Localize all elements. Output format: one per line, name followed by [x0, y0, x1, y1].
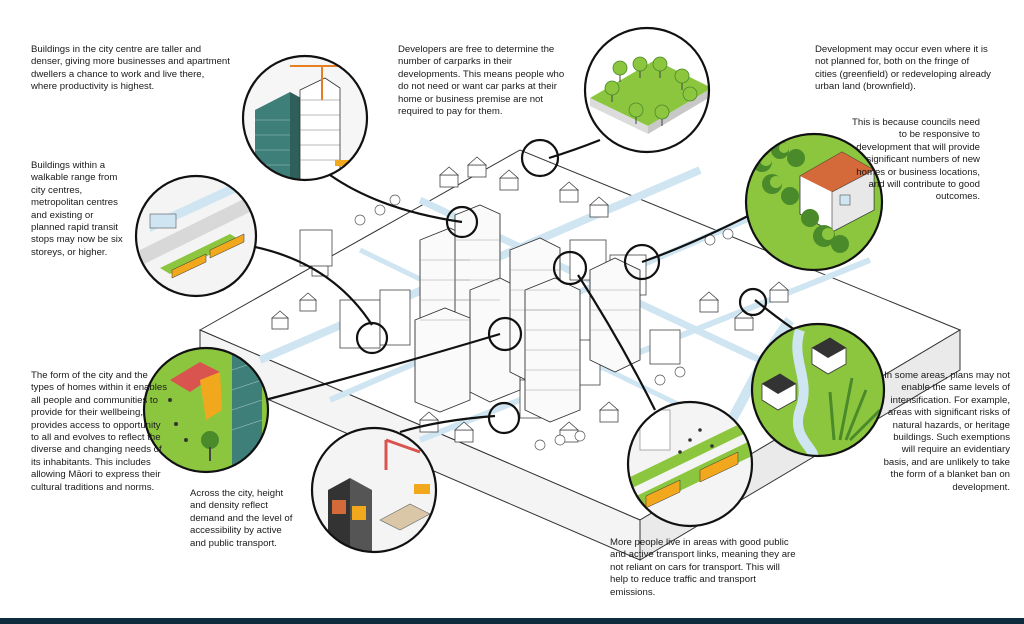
circle-public-transport: [626, 400, 754, 528]
circle-construction: [310, 426, 438, 554]
annotation-exemptions: In some areas, plans may not enable the …: [883, 370, 1010, 493]
tower-windows: [420, 239, 640, 391]
annotation-city-centre: Buildings in the city centre are taller …: [31, 44, 230, 93]
circle-rapid-transit: [134, 174, 258, 298]
circle-park: [583, 26, 711, 154]
annotation-unplanned: Development may occur even where it is n…: [815, 44, 991, 93]
circle-playground: [142, 346, 270, 474]
circle-natural-hazards: [750, 322, 886, 458]
annotation-councils: This is because councils need to be resp…: [852, 117, 980, 203]
footer-bar: [0, 618, 1024, 624]
annotation-height-density: Across the city, height and density refl…: [190, 488, 293, 549]
trees: [354, 194, 734, 451]
annotation-form-of-city: The form of the city and the types of ho…: [31, 370, 167, 493]
hotspots: [355, 138, 768, 435]
towers: [414, 204, 641, 423]
annotation-walkable: Buildings within a walkable range from c…: [31, 160, 123, 258]
circle-city-centre: [241, 54, 369, 182]
annotation-carparks: Developers are free to determine the num…: [398, 44, 565, 118]
circle-greenfield: [744, 132, 884, 272]
leader-lines: [244, 138, 796, 434]
annotation-transport: More people live in areas with good publ…: [610, 537, 796, 598]
